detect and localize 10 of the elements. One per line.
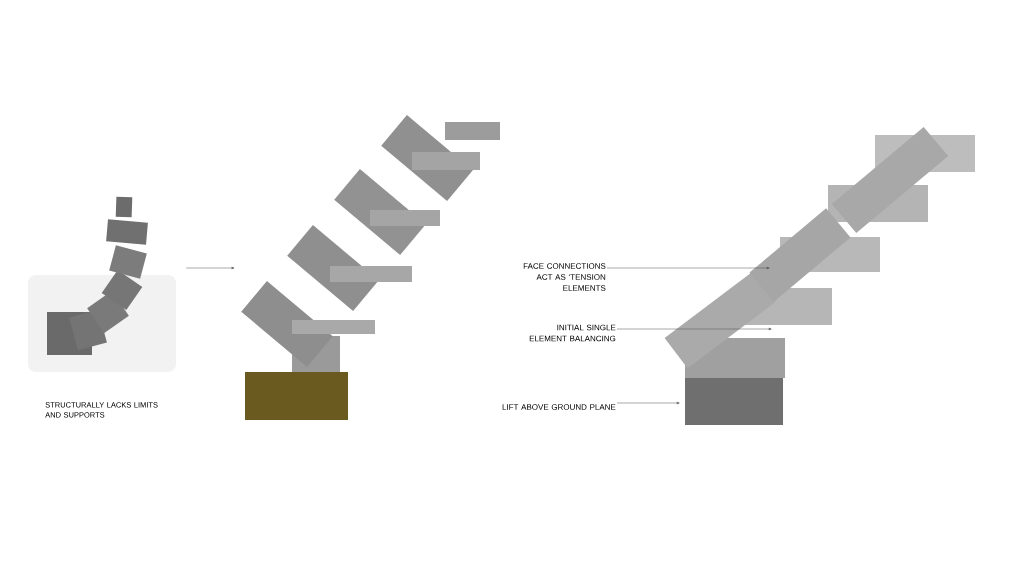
leader-line bbox=[616, 401, 680, 405]
callout-text: LIFT ABOVE GROUND PLANE bbox=[502, 404, 616, 410]
arrow bbox=[185, 266, 235, 270]
callout-text: INITIAL SINGLE ELEMENT BALANCING bbox=[529, 324, 616, 342]
picture bbox=[664, 126, 975, 425]
picture bbox=[241, 115, 500, 420]
picture bbox=[28, 196, 176, 372]
leader-line bbox=[606, 266, 770, 270]
leader-line bbox=[616, 327, 772, 331]
callout-text: FACE CONNECTIONS ACT AS ‘TENSION ELEMENTS bbox=[523, 263, 606, 291]
